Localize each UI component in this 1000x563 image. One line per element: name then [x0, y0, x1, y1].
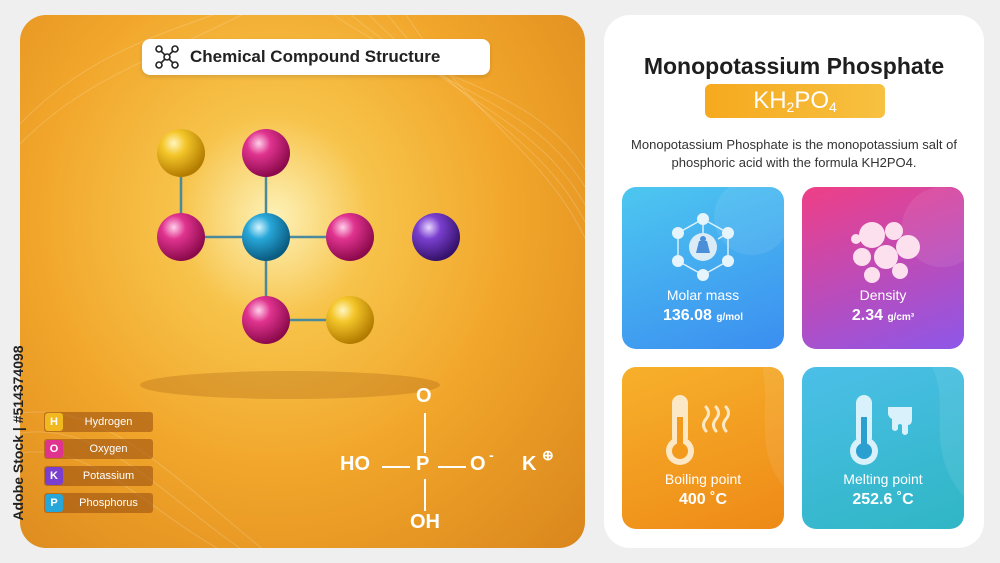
legend-item-hydrogen: H Hydrogen [44, 412, 153, 432]
formula-part: KH [753, 87, 787, 114]
compound-description: Monopotassium Phosphate is the monopotas… [631, 137, 957, 170]
formula-subscript: 2 [786, 99, 795, 115]
density-value: 2.34 g/cm³ [802, 307, 964, 325]
legend-label: Oxygen [89, 443, 128, 455]
element-legend: H Hydrogen O Oxygen K Potassium P Phosph… [44, 412, 153, 520]
bond-line [438, 466, 466, 468]
legend-label: Phosphorus [79, 497, 138, 509]
formula-plus: ⊕ [542, 447, 554, 463]
molecule-3d-model [157, 129, 460, 344]
legend-badge: K [45, 467, 63, 485]
info-panel: Monopotassium Phosphate KH2PO4 Monopotas… [604, 15, 984, 548]
bond-line [424, 479, 426, 511]
formula-o-top: O [416, 385, 432, 407]
phosphorus-atom [242, 213, 290, 261]
legend-label: Potassium [82, 470, 135, 482]
formula-part: PO [794, 87, 830, 114]
formula-k: K [522, 453, 537, 475]
legend-item-potassium: K Potassium [44, 466, 153, 486]
molecule-icon [155, 45, 179, 69]
formula-o: O [470, 453, 486, 475]
bond-line [382, 466, 410, 468]
molar-mass-unit: g/mol [716, 312, 744, 323]
structure-title-badge: Chemical Compound Structure [142, 39, 490, 75]
melting-point-label: Melting point [843, 471, 923, 487]
legend-item-phosphorus: P Phosphorus [44, 493, 153, 513]
oxygen-atom [242, 296, 290, 344]
side-watermark-text: Adobe Stock | #514374098 [10, 345, 26, 521]
legend-item-oxygen: O Oxygen [44, 439, 153, 459]
hydrogen-atom [157, 129, 205, 177]
side-watermark: Adobe Stock | #514374098 [3, 320, 26, 550]
molar-mass-value: 136.08 g/mol [622, 307, 784, 325]
hydrogen-atom [326, 296, 374, 344]
density-label: Density [859, 287, 907, 303]
melting-point-card: Melting point 252.6 ˚C [802, 367, 964, 529]
molar-mass-number: 136.08 [662, 307, 712, 324]
legend-badge: P [45, 494, 63, 512]
boiling-point-card: Boiling point 400 ˚C [622, 367, 784, 529]
bond-line [424, 413, 426, 453]
boiling-point-value: 400 ˚C [678, 491, 728, 508]
compound-name: Monopotassium Phosphate [643, 53, 945, 79]
density-unit: g/cm³ [887, 312, 915, 323]
structural-formula: O HO P O - K ⊕ OH [320, 385, 560, 535]
molar-mass-icon [672, 187, 784, 281]
potassium-atom [412, 213, 460, 261]
molar-mass-card: Molar mass 136.08 g/mol [622, 187, 784, 349]
boiling-point-label: Boiling point [664, 471, 742, 487]
structure-title: Chemical Compound Structure [190, 47, 441, 66]
legend-badge: O [45, 440, 63, 458]
formula-subscript: 4 [829, 99, 837, 115]
molar-mass-label: Molar mass [666, 287, 740, 303]
density-card: Density 2.34 g/cm³ [802, 187, 964, 349]
legend-badge: H [45, 413, 63, 431]
melting-point-value: 252.6 ˚C [852, 491, 914, 508]
thermometer-melt-icon [850, 367, 964, 497]
formula-oh: OH [410, 511, 440, 533]
compound-formula-badge: KH2PO4 [705, 84, 885, 118]
oxygen-atom [326, 213, 374, 261]
density-number: 2.34 [851, 307, 883, 324]
formula-p: P [416, 453, 430, 475]
oxygen-atom [157, 213, 205, 261]
structure-panel: Chemical Compound Structure [20, 15, 585, 548]
formula-ho: HO [340, 453, 370, 475]
oxygen-atom [242, 129, 290, 177]
legend-label: Hydrogen [84, 416, 133, 428]
density-bubbles-icon [851, 187, 964, 283]
formula-minus: - [489, 447, 494, 463]
thermometer-heat-icon [666, 367, 784, 487]
